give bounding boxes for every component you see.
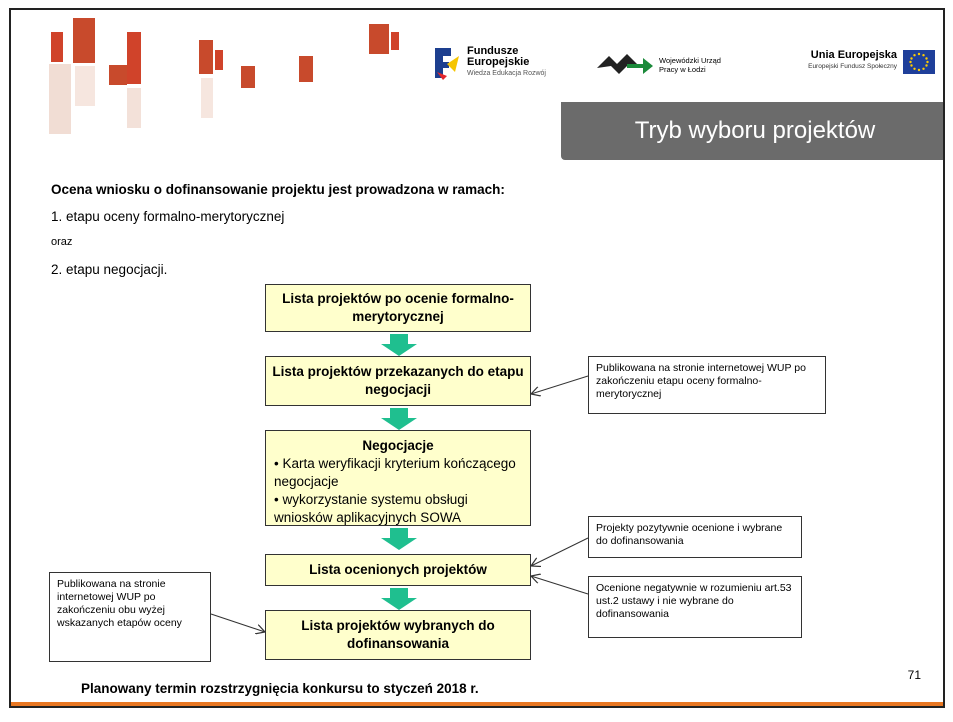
intro-step-1: 1. etapu oceny formalno-merytorycznej: [51, 209, 285, 224]
flow-box-label: Lista projektów wybranych do dofinansowa…: [301, 618, 495, 651]
deco-block: [241, 66, 255, 88]
bottom-rule: [11, 702, 943, 706]
flow-box-label: Lista projektów przekazanych do etapu ne…: [272, 364, 524, 397]
flow-box-item: • wykorzystanie systemu obsługi wniosków…: [274, 492, 468, 525]
page-title: Tryb wyboru projektów: [561, 102, 943, 160]
deco-block: [127, 32, 141, 84]
deco-block: [75, 66, 95, 106]
flow-box-label: Lista ocenionych projektów: [309, 562, 487, 577]
logo-fe-line1: Fundusze: [467, 45, 519, 57]
note-negative-projects: Ocenione negatywnie w rozumieniu art.53 …: [588, 576, 802, 638]
connector-line: [531, 576, 589, 595]
deco-block: [391, 32, 399, 50]
eu-flag-icon: [903, 50, 935, 74]
page-number: 71: [907, 668, 921, 682]
note-published-after-both: Publikowana na stronie internetowej WUP …: [49, 572, 211, 662]
flow-box-evaluated-list: Lista ocenionych projektów: [265, 554, 531, 586]
flow-box-item: • Karta weryfikacji kryterium kończącego…: [274, 456, 516, 489]
deco-block: [49, 64, 71, 134]
logo-wup-line2: Pracy w Łodzi: [659, 65, 706, 74]
flow-box-title: Negocjacje: [362, 438, 434, 453]
wup-icon: [597, 54, 653, 74]
connector-line: [210, 613, 265, 632]
deco-block: [201, 78, 213, 118]
logo-ue-line2: Europejski Fundusz Społeczny: [808, 63, 897, 70]
deco-block: [73, 18, 95, 63]
note-published-after-formal: Publikowana na stronie internetowej WUP …: [588, 356, 826, 414]
flow-box-negotiation-list: Lista projektów przekazanych do etapu ne…: [265, 356, 531, 406]
down-arrow-icon: [381, 528, 417, 550]
intro-step-2: 2. etapu negocjacji.: [51, 262, 168, 277]
flow-box-formal-evaluation: Lista projektów po ocenie formalno-meryt…: [265, 284, 531, 332]
deco-block: [369, 24, 389, 54]
connector-line: [531, 375, 589, 394]
deco-block: [127, 88, 141, 128]
footer-note: Planowany termin rozstrzygnięcia konkurs…: [81, 681, 479, 696]
deco-block: [199, 40, 213, 74]
logo-ue-line1: Unia Europejska: [810, 49, 897, 61]
slide: Fundusze Europejskie Wiedza Edukacja Roz…: [9, 8, 945, 708]
intro-heading: Ocena wniosku o dofinansowanie projektu …: [51, 182, 505, 197]
flow-box-negotiations: Negocjacje • Karta weryfikacji kryterium…: [265, 430, 531, 526]
logo-fe-line3: Wiedza Edukacja Rozwój: [467, 70, 546, 77]
deco-block: [109, 65, 127, 85]
down-arrow-icon: [381, 408, 417, 430]
down-arrow-icon: [381, 334, 417, 356]
down-arrow-icon: [381, 588, 417, 610]
flow-box-label: Lista projektów po ocenie formalno-meryt…: [282, 291, 514, 324]
deco-block: [299, 56, 313, 82]
logo-wup-line1: Wojewódzki Urząd: [659, 56, 721, 65]
deco-block: [215, 50, 223, 70]
deco-block: [51, 32, 63, 62]
note-positive-projects: Projekty pozytywnie ocenione i wybrane d…: [588, 516, 802, 558]
flow-box-selected-list: Lista projektów wybranych do dofinansowa…: [265, 610, 531, 660]
fundusze-europejskie-icon: [435, 48, 459, 80]
intro-connector: oraz: [51, 236, 73, 248]
connector-line: [531, 537, 589, 566]
logo-fe-line2: Europejskie: [467, 56, 530, 68]
